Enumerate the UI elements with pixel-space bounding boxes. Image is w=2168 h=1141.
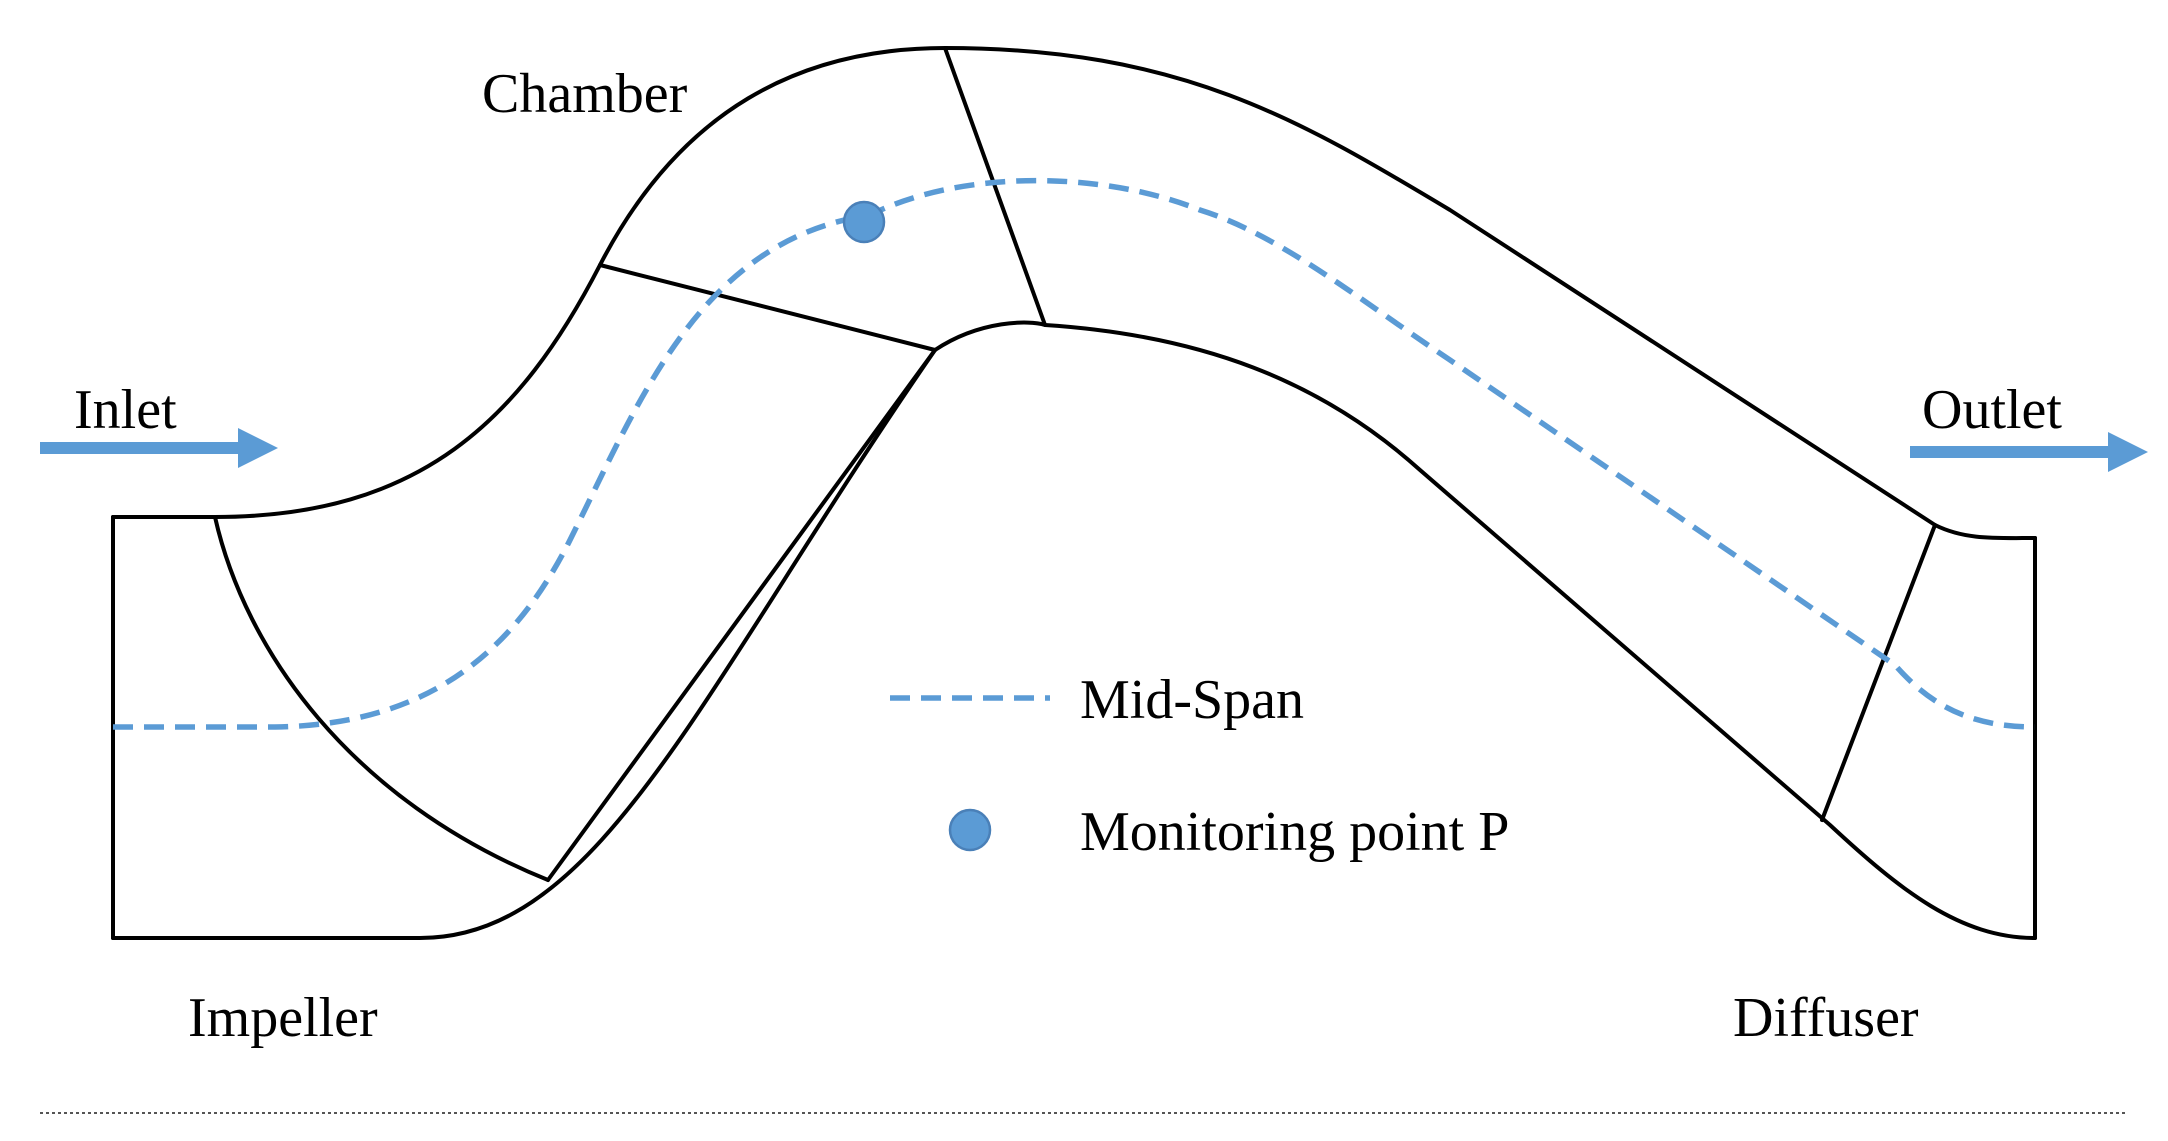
outlet-arrow-icon <box>1910 432 2148 472</box>
outlet-label: Outlet <box>1922 379 2062 441</box>
legend-mid-span-label: Mid-Span <box>1080 669 1304 731</box>
chamber-label: Chamber <box>482 63 688 125</box>
impeller-chamber-interface <box>598 263 937 352</box>
monitoring-point-icon <box>842 200 886 244</box>
component-interfaces <box>213 46 1937 882</box>
chamber-diffuser-interface <box>943 46 1047 327</box>
inlet-label: Inlet <box>74 379 177 441</box>
legend-monitoring-point-label: Monitoring point P <box>1080 801 1510 863</box>
diffuser-outlet-interface <box>1820 523 1937 822</box>
passage-lower-wall <box>111 320 2037 940</box>
impeller-outlet-interface <box>546 348 937 882</box>
inlet-arrow-icon <box>40 428 278 468</box>
legend-symbols <box>890 695 1050 852</box>
impeller-label: Impeller <box>188 987 378 1049</box>
diffuser-label: Diffuser <box>1733 987 1919 1049</box>
passage-upper-wall <box>111 46 2037 541</box>
mid-span-line <box>113 177 2036 730</box>
impeller-inlet-interface <box>213 515 550 882</box>
passage-outline <box>111 46 2037 940</box>
legend-monitoring-point-swatch <box>948 808 992 852</box>
